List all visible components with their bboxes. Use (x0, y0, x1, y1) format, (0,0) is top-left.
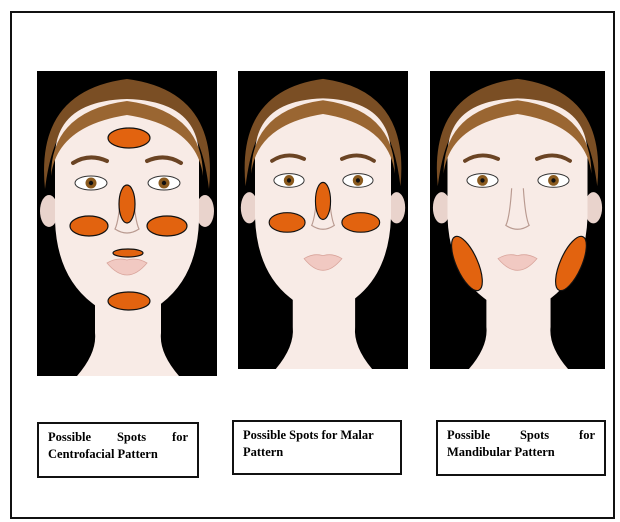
face-panel-centrofacial (37, 71, 217, 376)
spot-chin (108, 292, 150, 310)
caption-centrofacial-line1: Possible Spots for (48, 429, 188, 446)
caption-word: Spots (117, 430, 146, 444)
caption-word: Possible (48, 430, 91, 444)
face-panel-mandibular (430, 71, 605, 369)
caption-malar-line1: Possible Spots for Malar (243, 427, 391, 444)
caption-word: Spots (520, 428, 549, 442)
right-pupil (551, 178, 555, 182)
caption-centrofacial-line2: Centrofacial Pattern (48, 446, 188, 463)
spot-left-cheek (70, 216, 108, 236)
spot-upper-lip (113, 249, 143, 257)
left-pupil (287, 178, 291, 182)
left-pupil (480, 178, 484, 182)
spot-right-cheek (147, 216, 187, 236)
caption-word: for (579, 428, 595, 442)
caption-malar-line2: Pattern (243, 444, 391, 461)
spot-nose (315, 182, 330, 219)
caption-malar: Possible Spots for Malar Pattern (232, 420, 402, 475)
caption-mandibular-line2: Mandibular Pattern (447, 444, 595, 461)
left-pupil (89, 181, 93, 185)
spot-forehead (108, 128, 150, 148)
spot-left-cheek (269, 213, 305, 233)
caption-mandibular: Possible Spots for Mandibular Pattern (436, 420, 606, 476)
face-panel-malar (238, 71, 408, 369)
caption-word: for (172, 430, 188, 444)
face-illustration-mandibular (430, 71, 605, 369)
face-illustration-centrofacial (37, 71, 217, 376)
right-pupil (356, 178, 360, 182)
spot-right-cheek (342, 213, 380, 233)
spot-nose (119, 185, 135, 223)
caption-mandibular-line1: Possible Spots for (447, 427, 595, 444)
face-illustration-malar (238, 71, 408, 369)
caption-word: Possible (447, 428, 490, 442)
caption-centrofacial: Possible Spots for Centrofacial Pattern (37, 422, 199, 478)
right-pupil (162, 181, 166, 185)
